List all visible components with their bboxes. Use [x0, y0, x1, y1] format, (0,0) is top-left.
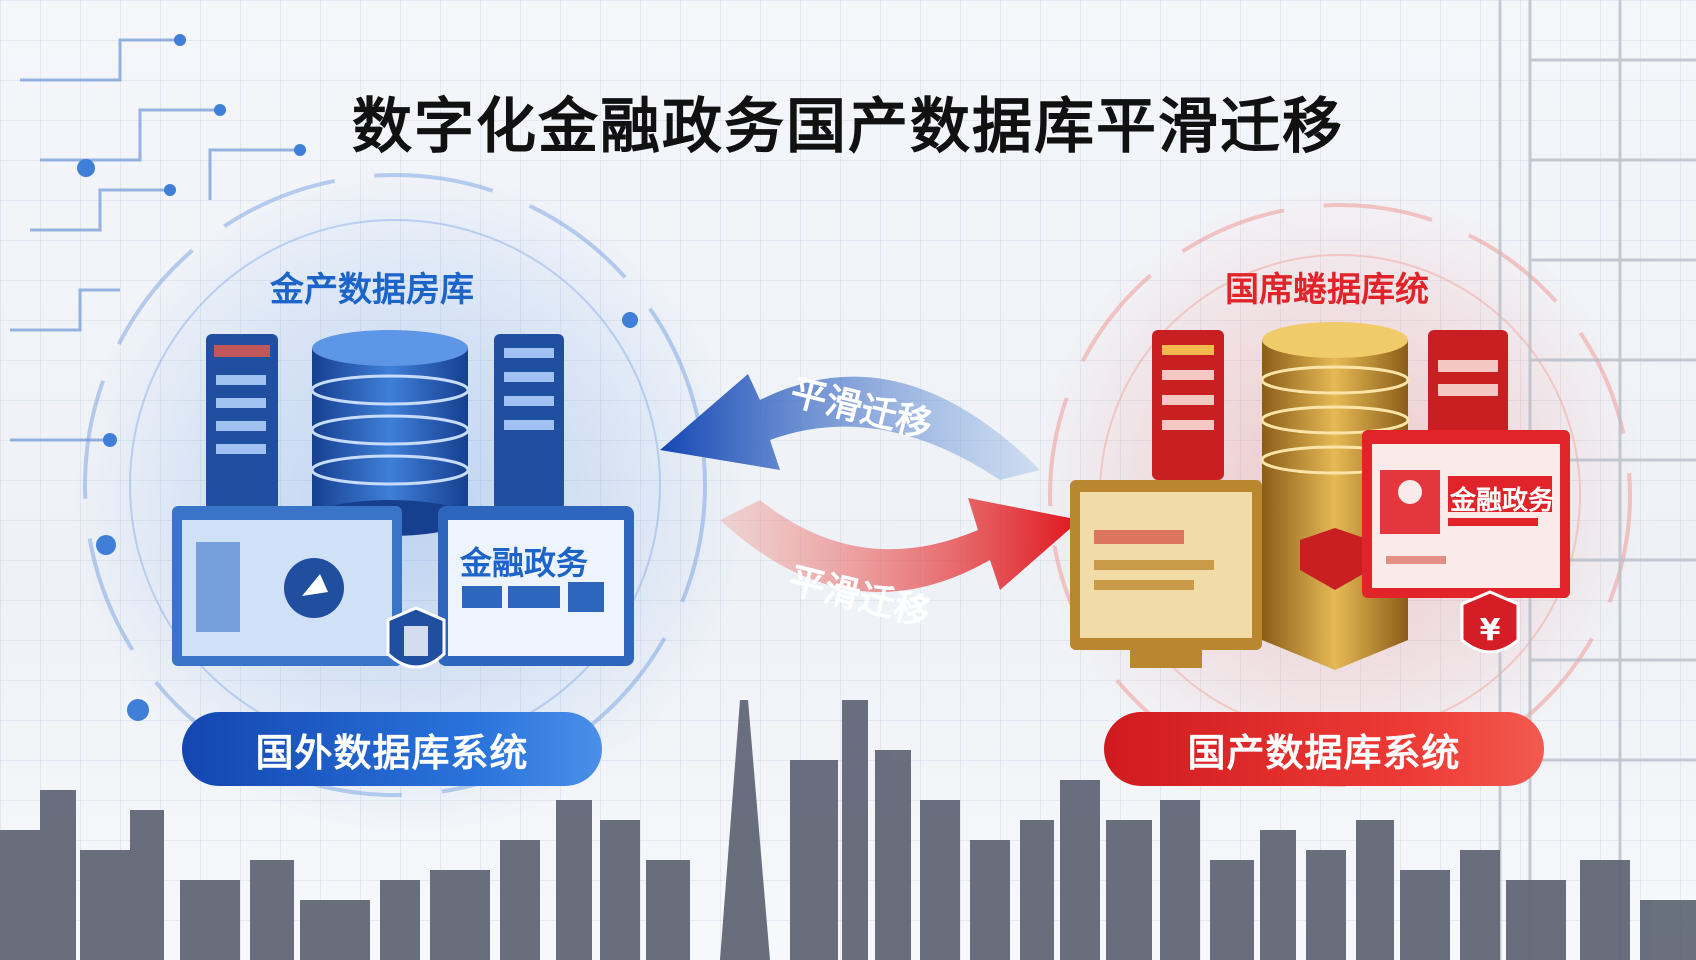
server-icon-left-2	[494, 334, 564, 510]
database-icon-left	[310, 330, 470, 536]
arrow-to-right	[720, 498, 1080, 592]
monitor-icon-right	[1070, 480, 1262, 668]
foreign-database-system-label: 国外数据库系统	[182, 712, 602, 786]
page-title: 数字化金融政务国产数据库平滑迁移	[352, 92, 1344, 162]
circuit-dots	[77, 34, 638, 721]
screen-icon-left	[438, 506, 634, 666]
server-icon-right-2	[1428, 330, 1508, 440]
monitor-icon-left	[172, 506, 402, 666]
svg-text:¥: ¥	[1480, 613, 1501, 648]
city-skyline	[0, 700, 1696, 960]
yen-shield-icon: ¥	[1460, 590, 1520, 654]
left-system-heading: 金产数据房库	[270, 270, 474, 310]
right-system-heading: 国席蜷据库统	[1225, 270, 1429, 310]
right-screen-label: 金融政务	[1450, 486, 1555, 516]
left-screen-label: 金融政务	[460, 544, 589, 582]
domestic-database-system-label: 国产数据库系统	[1104, 712, 1544, 786]
database-icon-right	[1260, 322, 1410, 500]
screen-icon-right	[1362, 430, 1570, 598]
server-icon-right-1	[1152, 330, 1224, 480]
glass-building	[1498, 0, 1696, 960]
shield-icon	[386, 606, 446, 669]
blue-ring	[83, 173, 707, 797]
arrow-to-left	[660, 374, 1040, 480]
server-icon-left-1	[206, 334, 278, 510]
